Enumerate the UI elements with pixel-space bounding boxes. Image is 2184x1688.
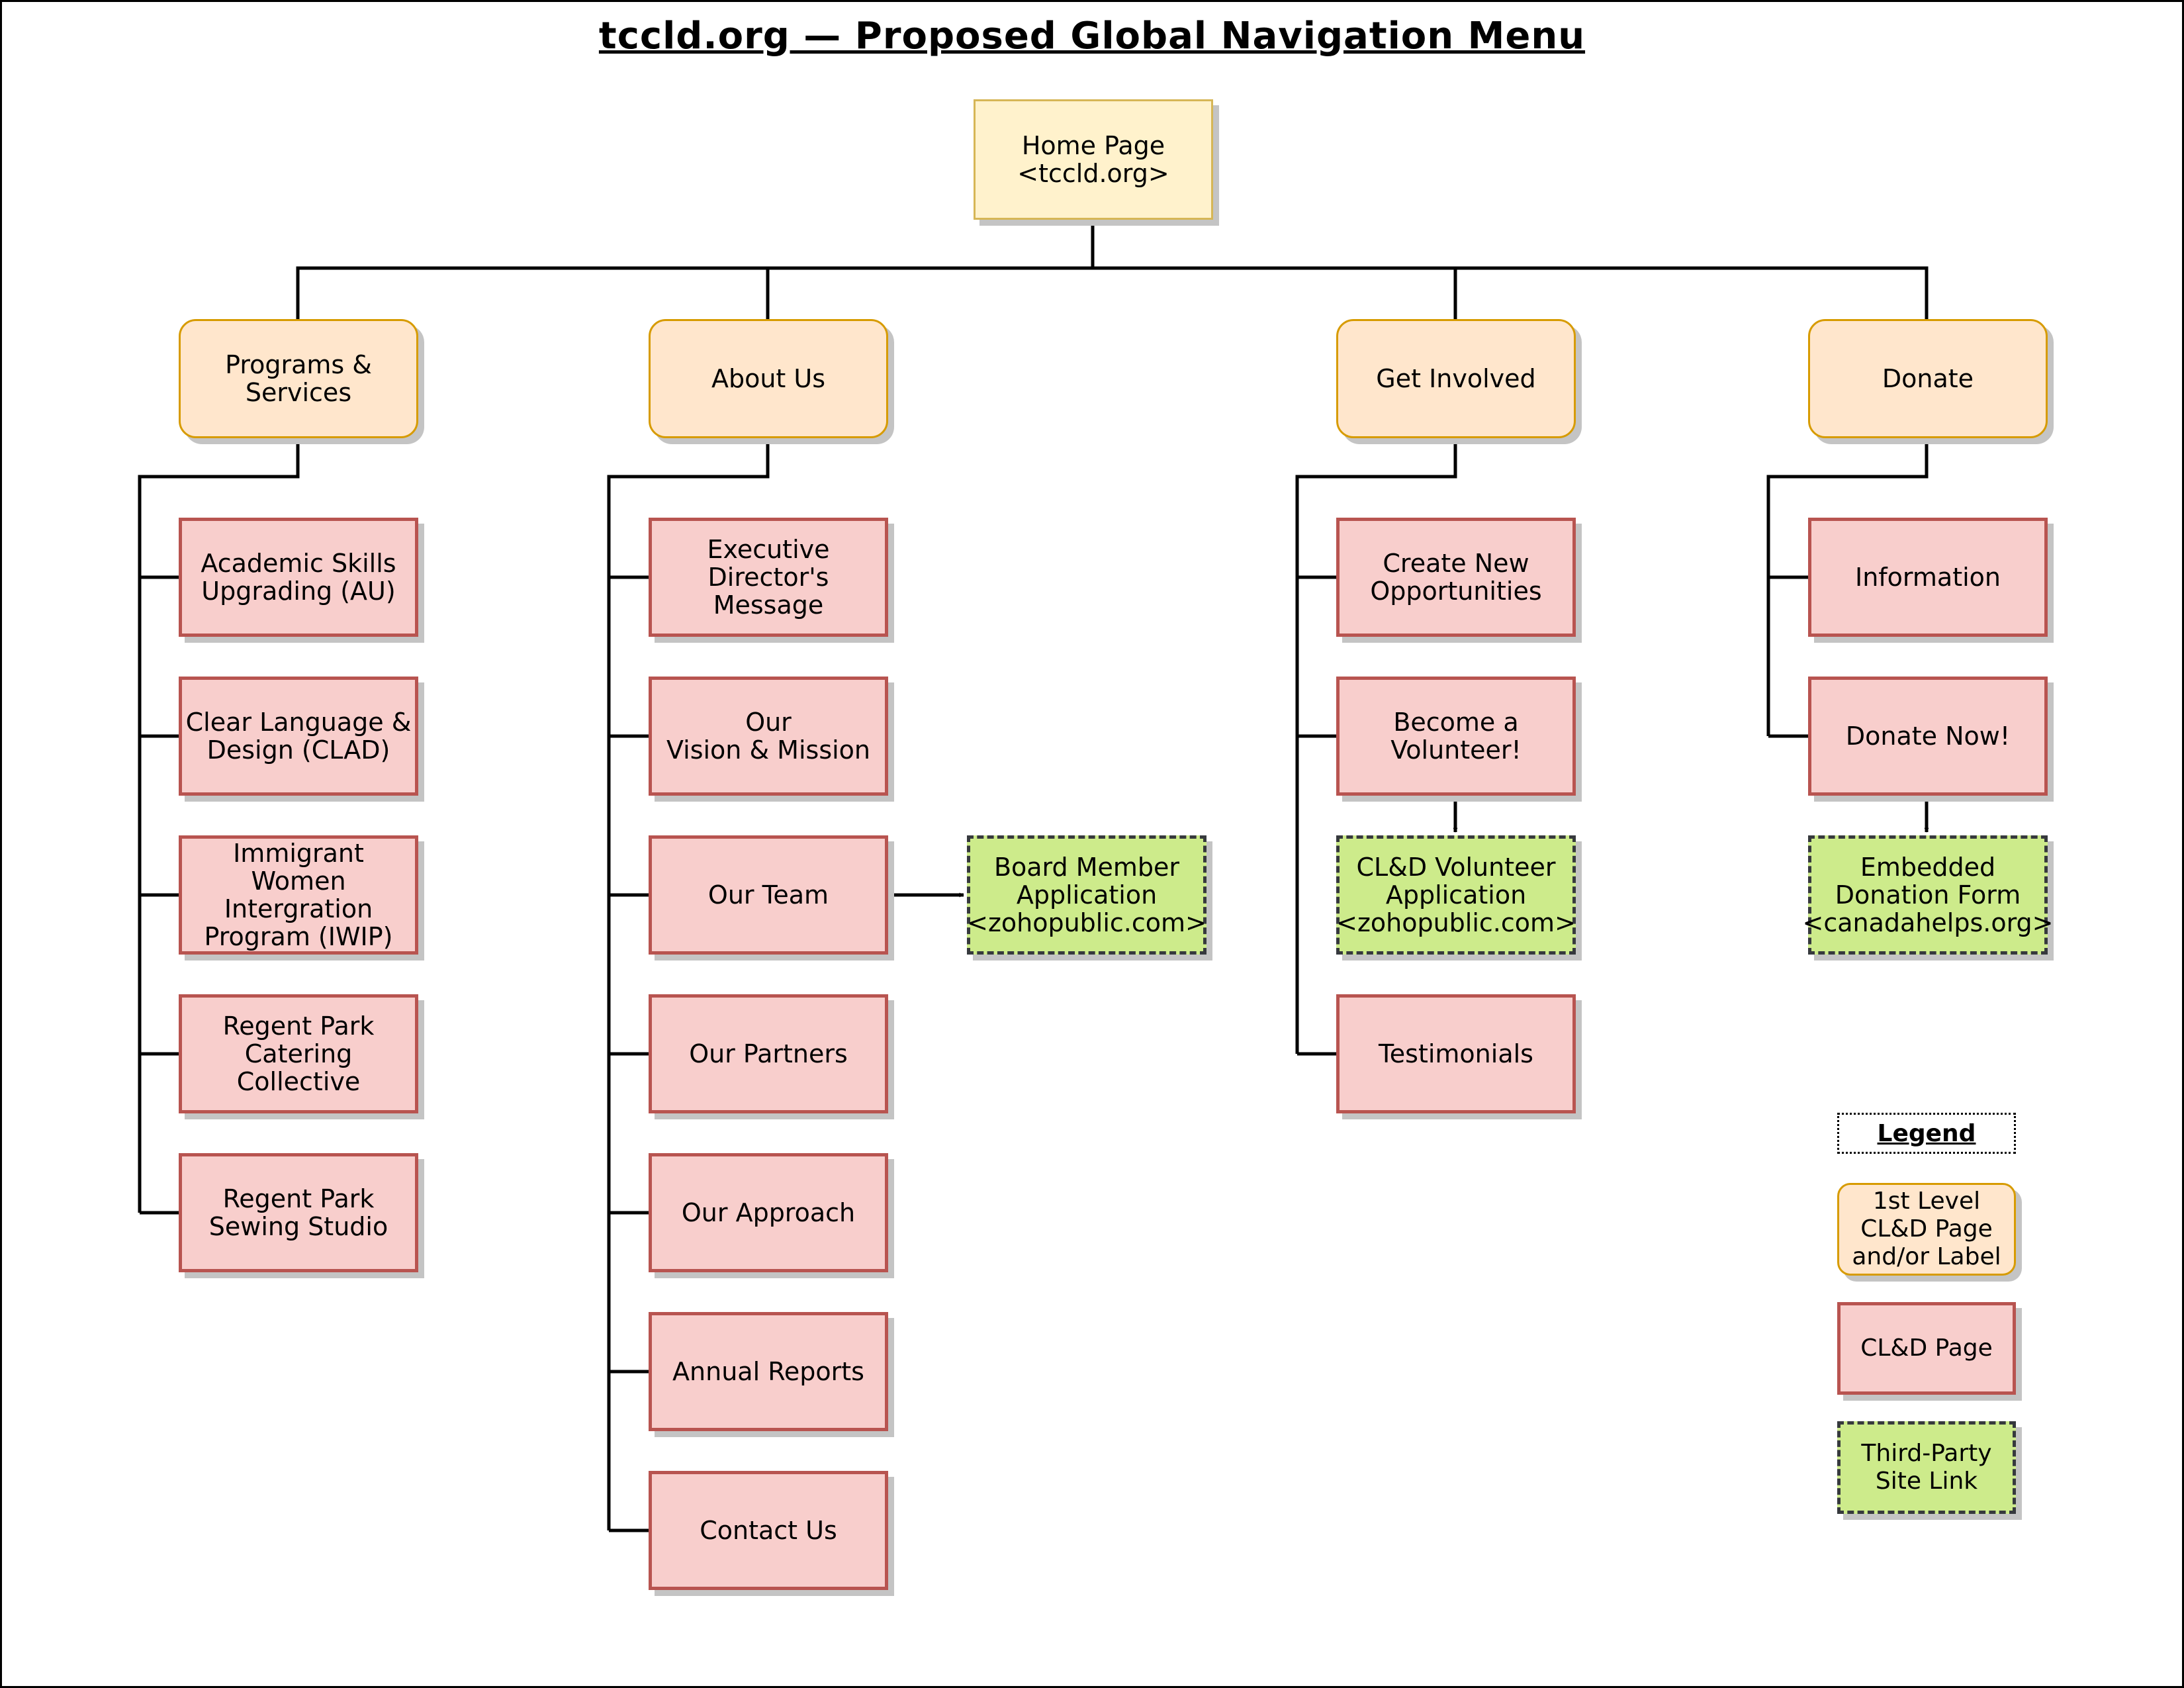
page-vision-mission: Our Vision & Mission xyxy=(649,677,888,796)
page-regent-park-sewing: Regent Park Sewing Studio xyxy=(179,1153,418,1272)
about-us-spine xyxy=(607,438,770,1530)
page-testimonials: Testimonials xyxy=(1336,994,1576,1113)
page-annual-reports: Annual Reports xyxy=(649,1312,888,1431)
page-our-approach: Our Approach xyxy=(649,1153,888,1272)
section-get-involved: Get Involved xyxy=(1336,319,1576,438)
page-regent-park-catering: Regent Park Catering Collective xyxy=(179,994,418,1113)
third-party-donation-form: Embedded Donation Form <canadahelps.org> xyxy=(1803,835,2054,955)
third-party-volunteer-application: CL&D Volunteer Application <zohopublic.c… xyxy=(1336,835,1576,955)
page-become-a-volunteer: Become a Volunteer! xyxy=(1336,677,1576,796)
page-contact-us: Contact Us xyxy=(649,1471,888,1590)
section-about-us: About Us xyxy=(649,319,888,438)
page-create-new-opportunities: Create New Opportunities xyxy=(1336,518,1576,637)
top-level-bus xyxy=(296,266,1929,319)
diagram-title: tccld.org — Proposed Global Navigation M… xyxy=(598,15,1586,58)
page-our-team: Our Team xyxy=(649,835,888,955)
page-donate-now: Donate Now! xyxy=(1808,677,2048,796)
legend-third-party-swatch: Third-Party Site Link xyxy=(1837,1421,2016,1514)
page-immigrant-women-program: Immigrant Women Intergration Program (IW… xyxy=(179,835,418,955)
legend-level1-swatch: 1st Level CL&D Page and/or Label xyxy=(1837,1183,2016,1276)
donate-spine xyxy=(1766,438,1929,736)
legend-page-swatch: CL&D Page xyxy=(1837,1302,2016,1395)
get-involved-spine xyxy=(1295,438,1457,1054)
page-academic-skills-upgrading: Academic Skills Upgrading (AU) xyxy=(179,518,418,637)
third-party-board-member-application: Board Member Application <zohopublic.com… xyxy=(967,835,1206,955)
page-clear-language-design: Clear Language & Design (CLAD) xyxy=(179,677,418,796)
home-page-node: Home Page <tccld.org> xyxy=(974,99,1213,220)
section-donate: Donate xyxy=(1808,319,2048,438)
section-programs-services: Programs & Services xyxy=(179,319,418,438)
page-donate-information: Information xyxy=(1808,518,2048,637)
page-our-partners: Our Partners xyxy=(649,994,888,1113)
programs-spine xyxy=(138,438,300,1213)
legend-title: Legend xyxy=(1837,1113,2016,1154)
page-executive-directors-message: Executive Director's Message xyxy=(649,518,888,637)
